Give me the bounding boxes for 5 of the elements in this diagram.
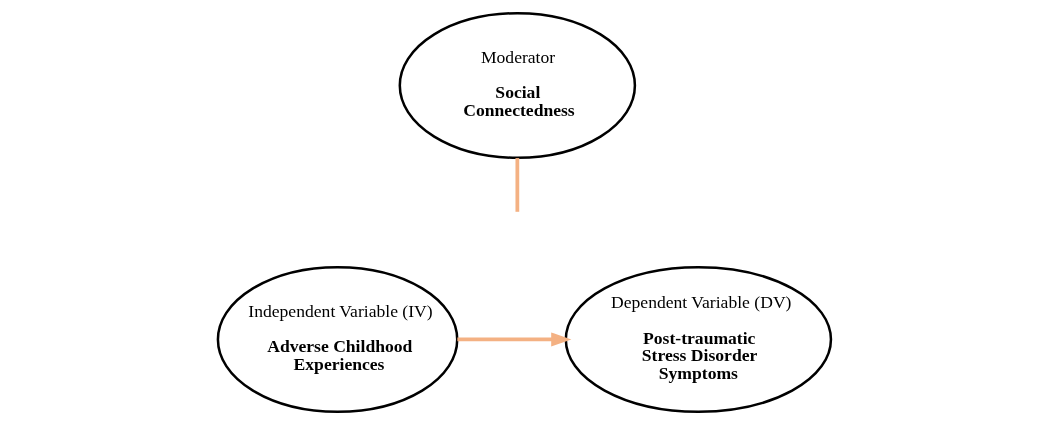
arrow [456, 332, 571, 347]
node-ellipse: Dependent Variable (DV) Post-traumatic Stress Disorder Symptoms [564, 265, 832, 413]
node-ellipse: Independent Variable (IV) Adverse Childhood Experiences [216, 265, 458, 413]
connector [514, 158, 519, 212]
node-ellipse: Moderator Social Connectedness [398, 12, 636, 160]
